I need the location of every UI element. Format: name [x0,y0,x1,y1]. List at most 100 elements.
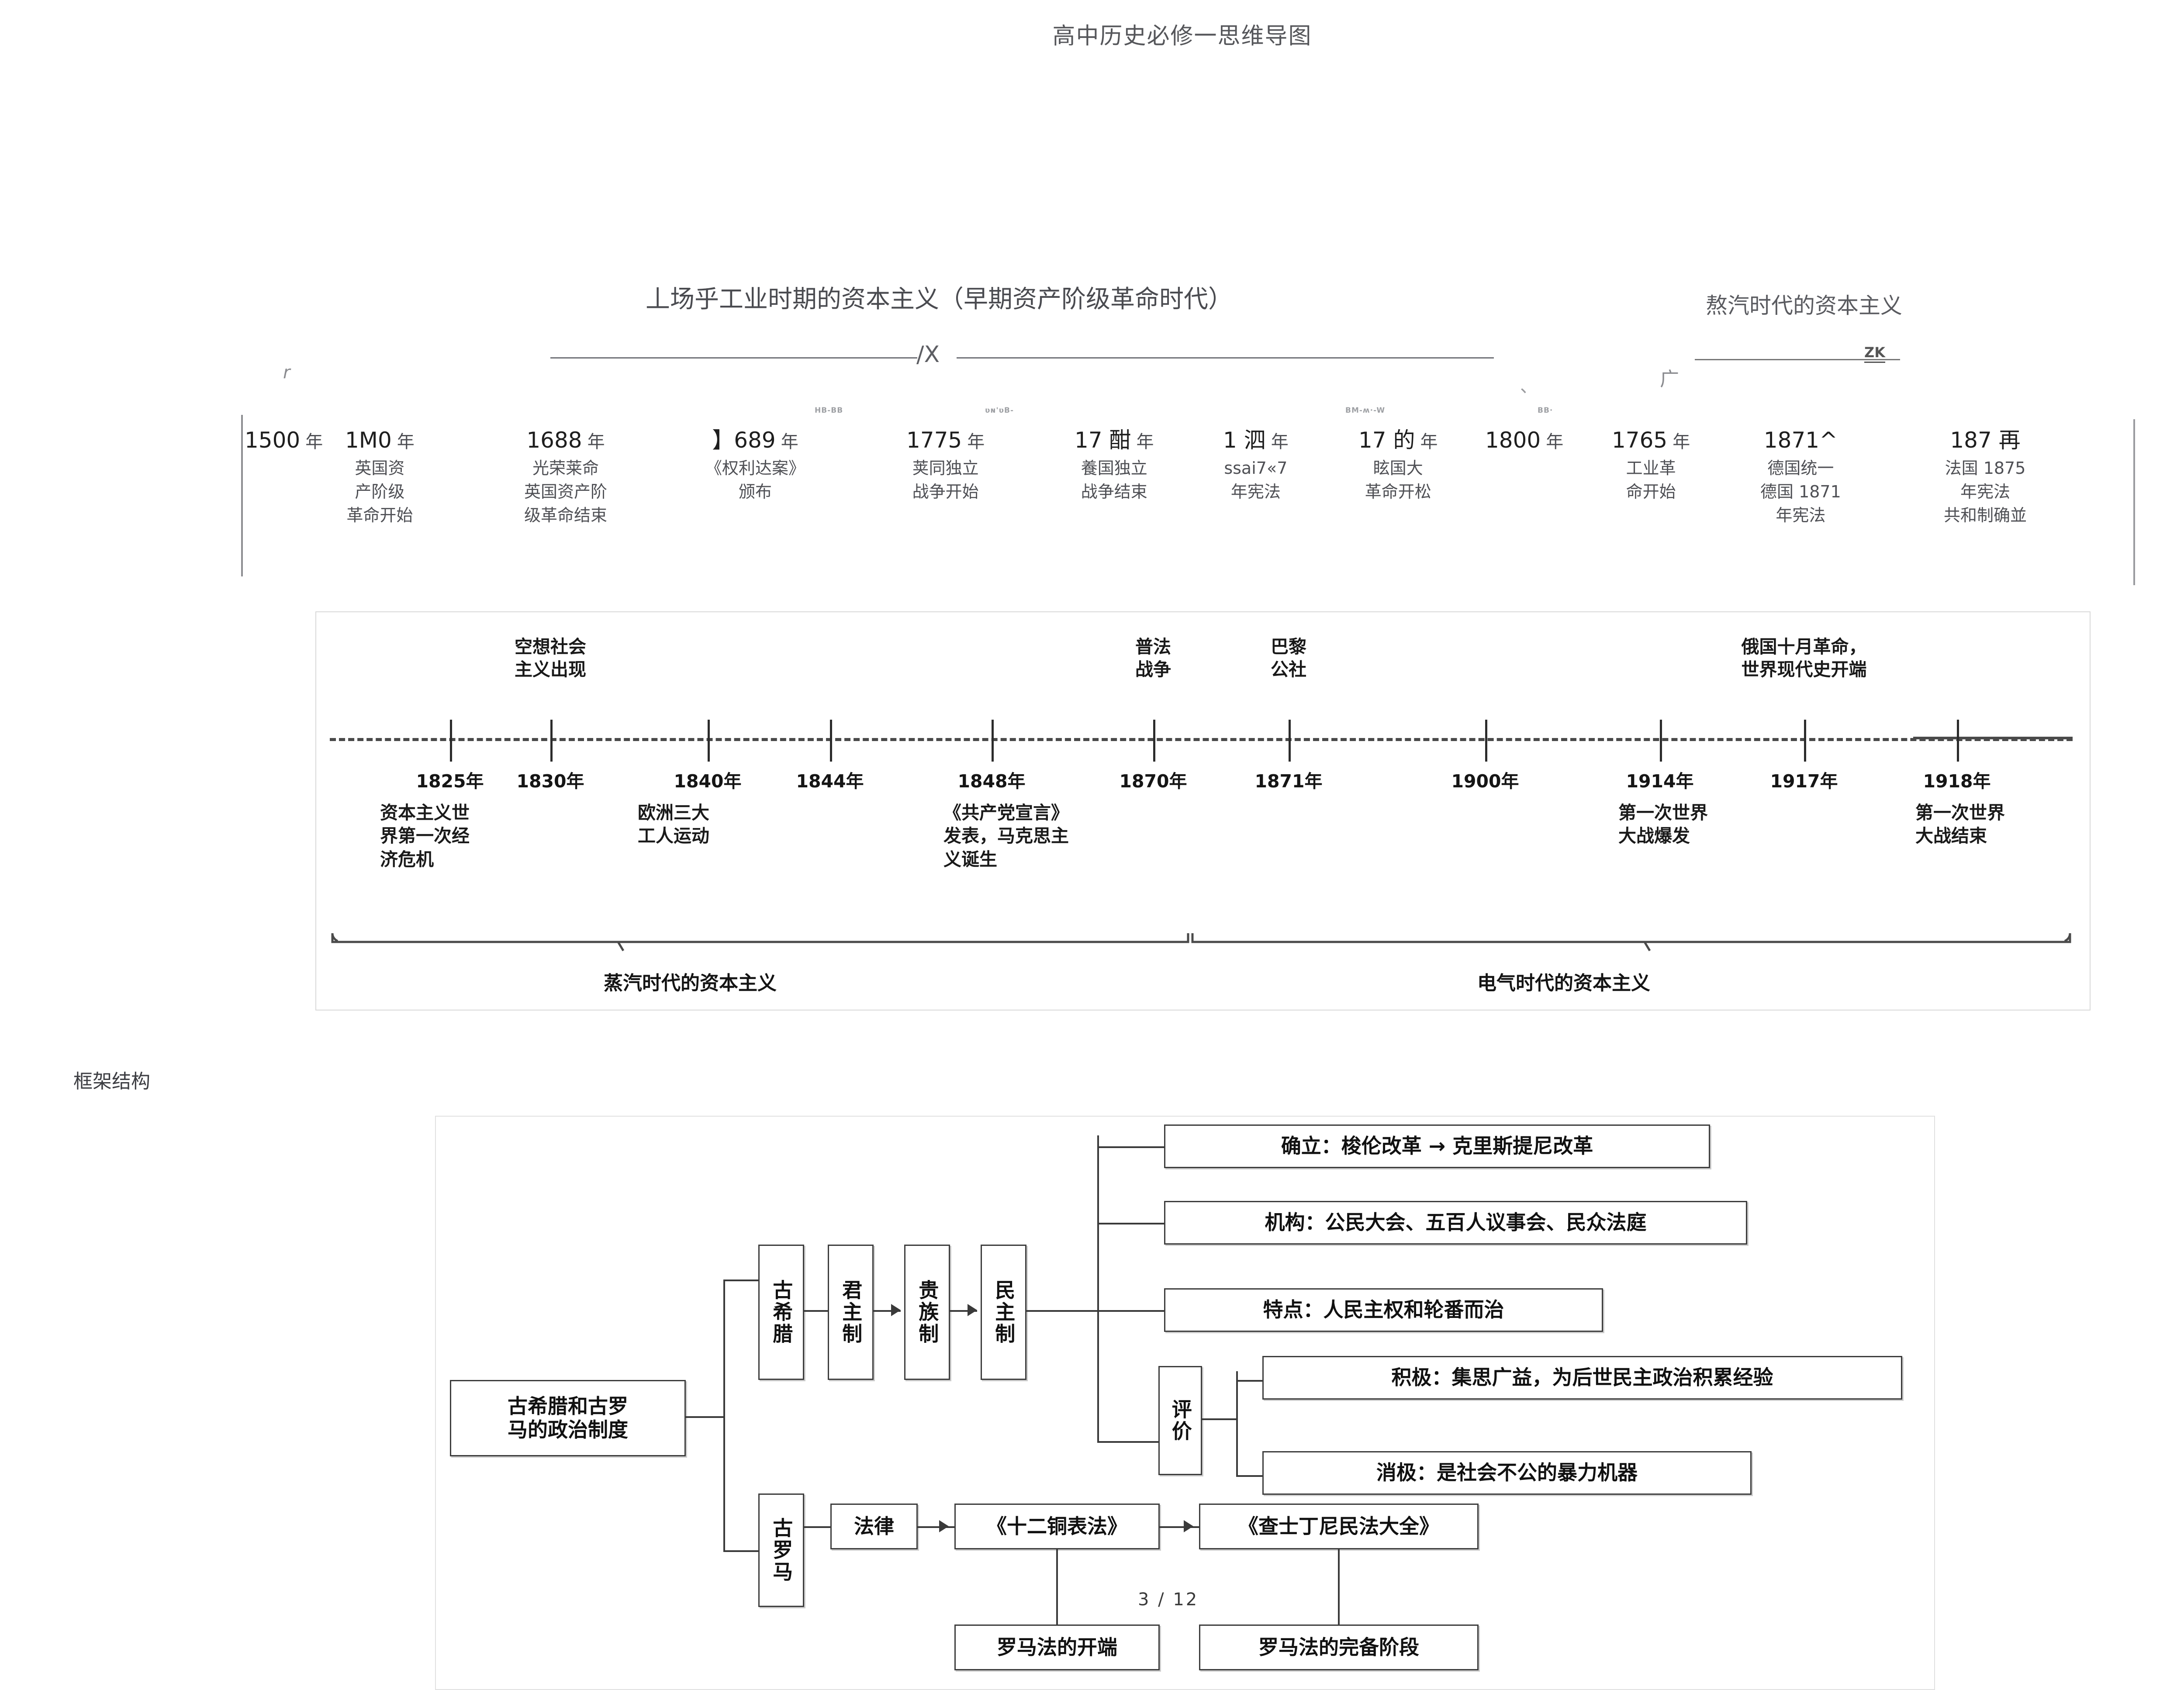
flowchart-node-evaluation: 评价 [1158,1366,1202,1475]
flowchart-node-institutions-text: 机构：公民大会、五百人议事会、民众法庭 [1260,1211,1652,1234]
timeline-top-year-suffix-3: 年 [781,432,798,452]
timeline-top-entry-7: 17 的年眩国大革命开松 [1358,428,1438,504]
flowchart-node-negative-text: 消极：是社会不公的暴力机器 [1371,1461,1643,1484]
arrow-head [968,1304,977,1316]
timeline-top-desc-5-line-0: 養国独立 [1081,459,1147,478]
page-title: 高中历史必修一思维导图 [1052,23,1312,49]
timeline-faint-mark-1: ʋɴ'ʋB- [985,406,1014,415]
timeline-tick-1 [550,720,553,762]
page-number: 3 / 12 [1138,1590,1199,1610]
flowchart-node-monarchy: 君主制 [828,1245,874,1380]
timeline-top-desc-7-line-0: 眩国大 [1373,459,1423,478]
timeline-below-label-0-line-1: 界第一次经 [380,825,470,847]
timeline-above-label-5: 普法战争 [1053,635,1254,681]
connector-h [1202,1418,1237,1420]
timeline-axis-solid-tail [1913,737,2073,739]
timeline-tick-10 [1957,720,1959,762]
era-heading-steam-capitalism: 熬汽时代的资本主义 [1706,293,1902,318]
timeline-top-entry-5: 17 酣年養国独立战争结束 [1075,428,1154,504]
timeline-year-1: 1830年 [516,771,584,792]
timeline-top-desc-5-line-1: 战争结束 [1081,482,1147,501]
timeline-year-9: 1917年 [1770,771,1838,792]
timeline-top-desc-6-line-0: ssai7«7 [1224,459,1288,478]
timeline-above-label-1: 空想社会主义出现 [450,635,651,681]
timeline-above-label-5-line-1: 战争 [1135,659,1171,680]
timeline-tick-2 [708,720,710,762]
timeline-top-desc-10-line-1: 德国 1871 [1760,482,1841,501]
connector-h [686,1416,725,1418]
timeline-year-6: 1871年 [1254,771,1323,792]
flowchart-node-institutions-text-line-0: 机构：公民大会、五百人议事会、民众法庭 [1265,1211,1647,1235]
timeline-above-label-1-line-1: 主义出现 [515,659,586,680]
timeline-year-5: 1870年 [1119,771,1187,792]
timeline-top-desc-11-line-1: 年宪法 [1960,482,2011,501]
connector-h [950,1310,977,1312]
arrow-head [891,1304,901,1316]
connector-h [804,1526,830,1528]
timeline-below-label-4-line-2: 义诞生 [943,848,997,870]
timeline-top-desc-5: 養国独立战争结束 [1075,457,1154,504]
timeline-tick-4 [992,720,994,762]
connector-h [1097,1146,1165,1148]
timeline-faint-mark-0: HB-ВВ [815,406,843,415]
era-heading-rule-steam [1695,359,1900,360]
arrow-head [939,1520,949,1532]
flowchart-node-greece: 古希腊 [758,1245,804,1380]
timeline-top-year-suffix-7: 年 [1420,432,1438,452]
flowchart-node-institutions: 机构：公民大会、五百人议事会、民众法庭 [1164,1201,1747,1245]
timeline-top-desc-2-line-2: 级革命结束 [524,505,608,525]
timeline-below-label-8-line-1: 大战爆发 [1618,825,1690,847]
timeline-top-desc-3-line-0: 《权利达案》 [705,459,805,478]
timeline-top-year-suffix-1: 年 [397,432,415,452]
timeline-top-year-suffix-5: 年 [1136,432,1154,452]
flowchart-node-justinian-code-text-line-0: 《查士丁尼民法大全》 [1238,1514,1439,1538]
timeline-top-desc-2-line-1: 英国资产阶 [524,482,608,501]
flowchart-node-establishment-text: 确立：梭伦改革 → 克里斯提尼改革 [1276,1134,1599,1158]
flowchart-node-aristocracy: 贵族制 [904,1245,950,1380]
timeline-top-desc-10-line-2: 年宪法 [1776,505,1826,525]
top-row-left-rule [241,415,243,576]
timeline-top-year-suffix-9: 年 [1673,432,1690,452]
timeline-above-label-6-line-0: 巴黎 [1271,636,1306,657]
timeline-tick-0 [450,720,452,762]
era-heading-slash-mark: /X [916,341,940,368]
timeline-below-label-10-line-1: 大战结束 [1915,825,1987,847]
timeline-top-desc-9-line-0: 工业革 [1626,459,1676,478]
timeline-tick-9 [1804,720,1806,762]
timeline-tick-5 [1153,720,1155,762]
timeline-top-desc-11-line-0: 法国 1875 [1945,459,2026,478]
flowchart-node-establishment-text-line-0: 确立：梭伦改革 → 克里斯提尼改革 [1281,1134,1593,1158]
era-heading-rule-left [550,357,917,359]
flowchart-node-negative-text-line-0: 消极：是社会不公的暴力机器 [1376,1461,1638,1485]
timeline-top-year-7: 17 的年 [1358,428,1438,453]
flowchart-node-twelve-tables-text-line-0: 《十二铜表法》 [987,1514,1127,1538]
flowchart-root-node-text: 古希腊和古罗马的政治制度 [502,1394,633,1442]
timeline-top-desc-1-line-0: 英国资 [355,459,405,478]
timeline-top-year-10: 1871^ [1763,428,1838,453]
timeline-below-label-2: 欧洲三大工人运动 [638,801,847,848]
timeline-top-desc-1-line-1: 产阶级 [355,482,405,501]
connector-h [804,1310,828,1312]
timeline-top-desc-1-line-2: 革命开始 [346,505,413,525]
flowchart-node-roman-law-text-line-0: 法律 [854,1514,894,1538]
timeline-year-0: 1825年 [416,771,484,792]
connector-h [1097,1310,1165,1312]
timeline-tick-7 [1485,720,1487,762]
timeline-below-label-0-line-2: 济危机 [380,848,434,870]
flowchart-node-features: 特点：人民主权和轮番而治 [1164,1288,1603,1332]
connector-h [723,1550,758,1552]
flowchart-node-roman-law-origin-text-line-0: 罗马法的开端 [997,1635,1117,1659]
timeline-above-label-9-line-0: 俄国十月革命， [1741,636,1867,657]
flowchart-node-rome: 古罗马 [758,1493,804,1607]
flowchart-node-roman-law: 法律 [830,1504,918,1549]
timeline-top-desc-3: 《权利达案》颁布 [705,457,805,504]
